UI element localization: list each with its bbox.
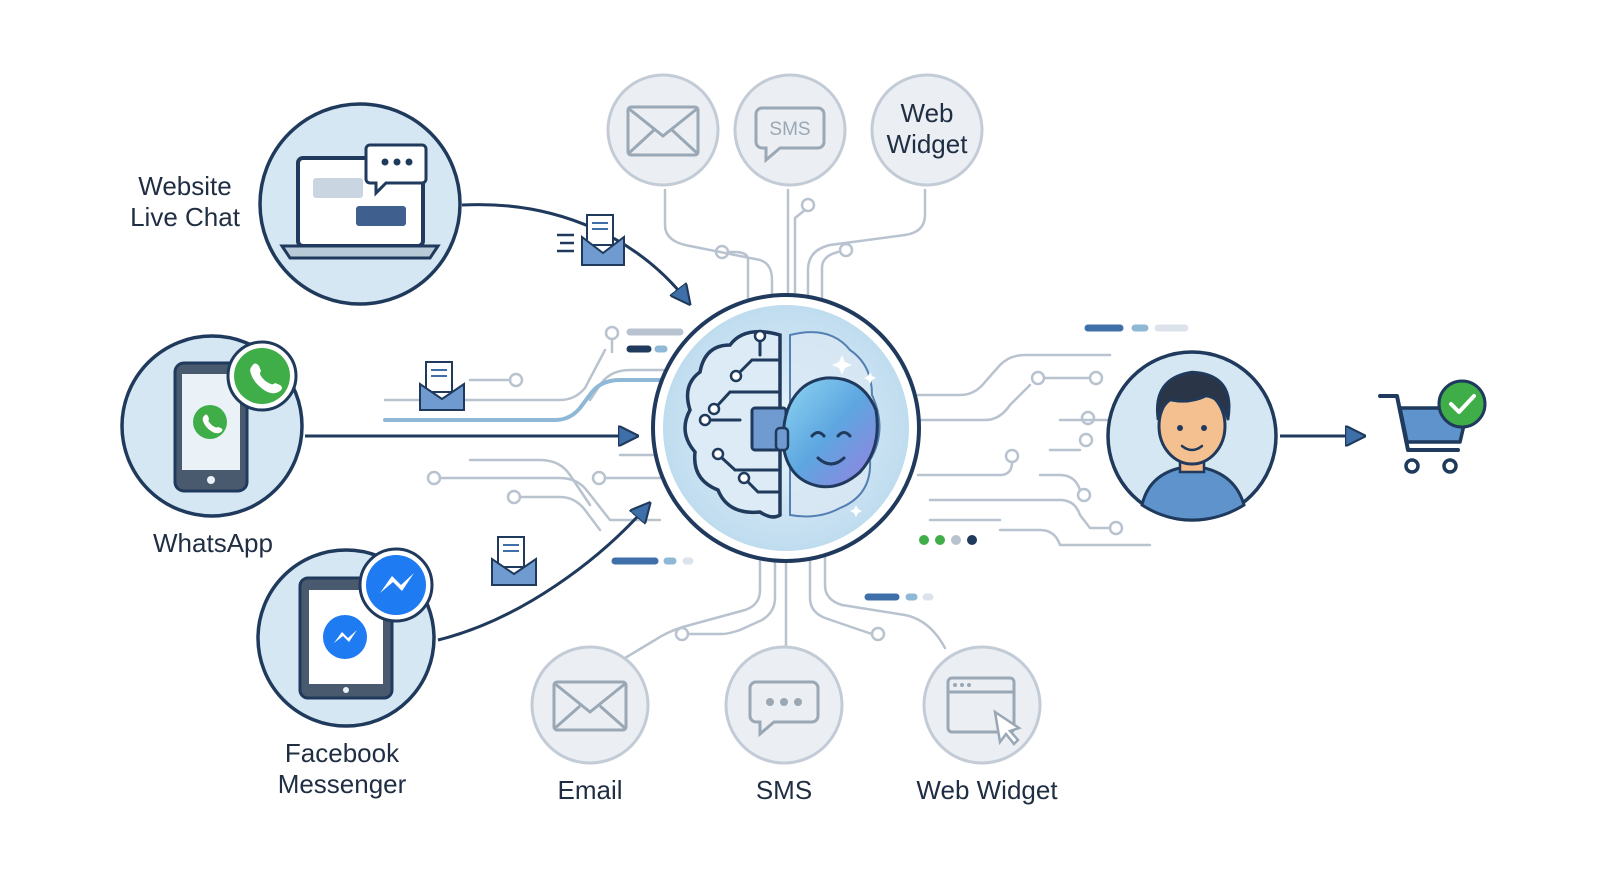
shopping-cart-check-icon[interactable] <box>1378 379 1487 474</box>
channel-facebook-messenger[interactable] <box>256 547 436 728</box>
browser-cursor-icon <box>946 676 1022 746</box>
channel-email-top[interactable] <box>606 73 720 187</box>
ai-brain-robot-icon <box>683 329 881 519</box>
channel-web-widget-top[interactable] <box>870 73 984 187</box>
label-sms: SMS <box>755 775 813 805</box>
laptop-chat-icon <box>279 143 441 260</box>
arrow-messenger-to-hub <box>437 505 648 642</box>
label-web-widget: Web Widget <box>916 775 1058 805</box>
envelope-icon <box>419 361 465 411</box>
status-dots <box>919 535 977 545</box>
sms-bubble-text: SMS <box>769 119 810 140</box>
envelope-icon <box>552 680 628 732</box>
sms-bubble-icon: SMS <box>754 106 826 164</box>
label-facebook-messenger: Facebook Messenger <box>277 738 407 799</box>
customer-agent[interactable] <box>1106 350 1278 522</box>
channel-sms[interactable] <box>724 645 844 765</box>
label-whatsapp: WhatsApp <box>153 528 273 558</box>
active-traces <box>383 378 670 422</box>
envelope-icon <box>491 536 537 586</box>
envelope-icon <box>626 105 700 157</box>
tablet-messenger-icon <box>298 547 434 700</box>
label-web-widget-top: Web Widget <box>886 98 968 159</box>
customer-avatar-icon <box>1140 370 1246 522</box>
ai-hub[interactable] <box>651 293 921 563</box>
arrow-live-chat-to-hub <box>461 203 688 302</box>
channel-email[interactable] <box>530 645 650 765</box>
channel-website-live-chat[interactable] <box>258 102 462 306</box>
chat-bubble-icon <box>748 680 820 738</box>
status-dashes <box>611 324 1189 601</box>
envelope-icon <box>557 214 625 266</box>
channel-web-widget[interactable] <box>922 645 1042 765</box>
label-email: Email <box>557 775 623 805</box>
phone-whatsapp-icon <box>173 340 298 493</box>
label-website-live-chat: Website Live Chat <box>130 171 240 232</box>
channel-whatsapp[interactable] <box>120 334 304 518</box>
channel-sms-top[interactable]: SMS <box>733 73 847 187</box>
